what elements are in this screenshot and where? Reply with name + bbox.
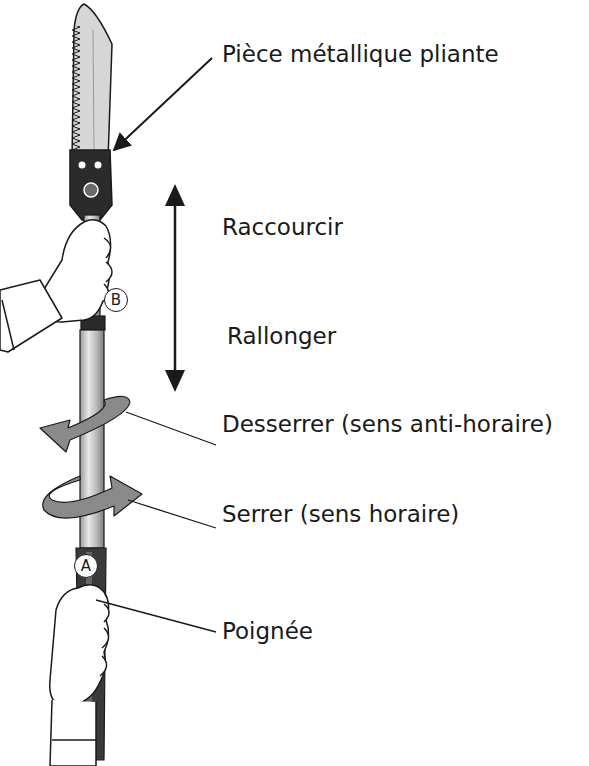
folding-head [70,150,112,220]
part-label: Desserrer (sens anti-horaire) [222,410,553,440]
leader-lines [96,58,216,632]
lower-hand [50,585,109,766]
rotation-arrows [40,396,142,518]
callout-text: A [81,559,91,574]
length-arrow [165,184,185,392]
part-label: Raccourcir [222,213,343,243]
part-label: Serrer (sens horaire) [222,500,459,530]
callout-letter: B [104,288,128,312]
part-label: Poignée [222,617,313,647]
callout-text: B [111,293,121,308]
callout-letter: A [74,554,98,578]
part-label: Rallonger [227,322,336,352]
saw-blade [72,4,112,160]
upper-hand [0,220,112,352]
part-label: Pièce métallique pliante [222,40,499,70]
